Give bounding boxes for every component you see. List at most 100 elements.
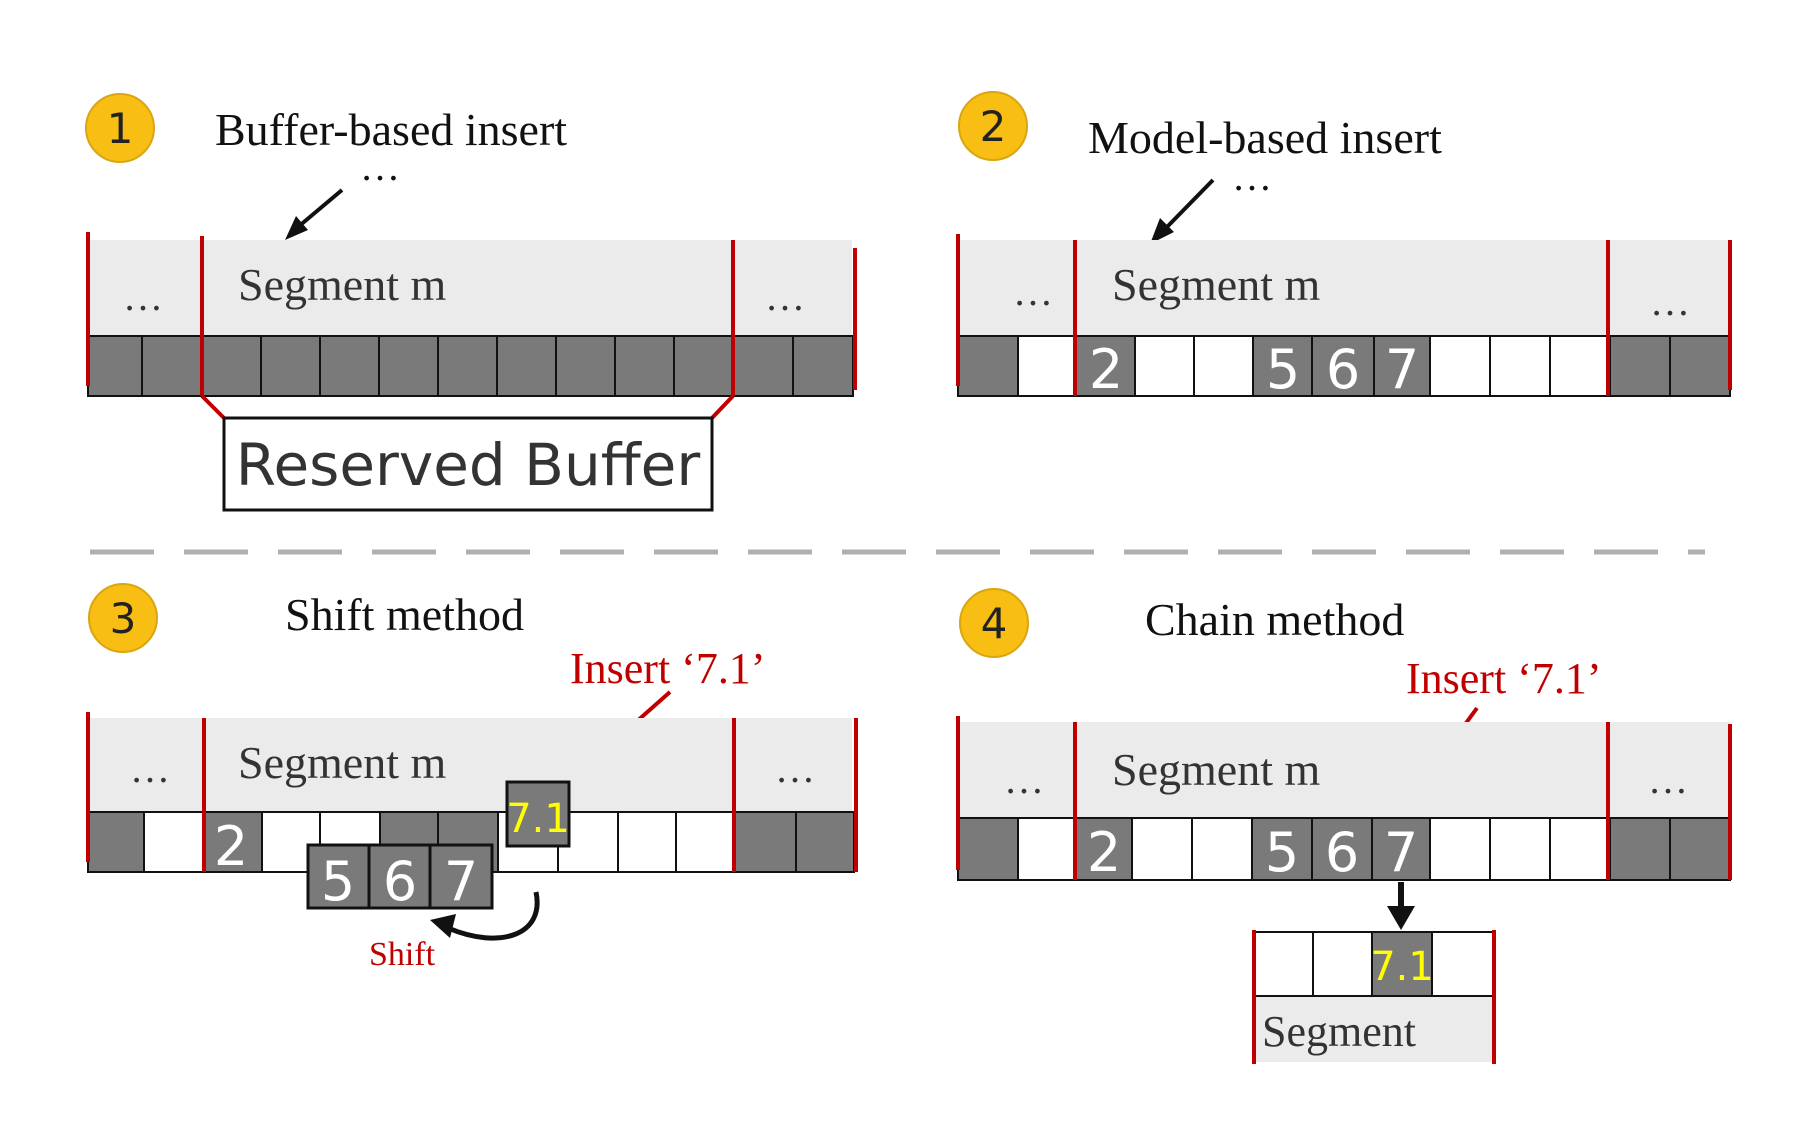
panel-2-number: 2 bbox=[980, 102, 1007, 151]
slot-value: 2 bbox=[1087, 821, 1121, 884]
slot bbox=[201, 335, 262, 397]
panel-2-insert-arrowhead bbox=[1150, 218, 1174, 244]
slot bbox=[1252, 335, 1313, 397]
slot-value: 6 bbox=[1325, 821, 1359, 884]
left-ellipsis: … bbox=[123, 274, 163, 319]
panel-3-badge bbox=[88, 583, 158, 653]
shifted-value: 7 bbox=[444, 850, 478, 913]
slot-value: 7 bbox=[1384, 821, 1418, 884]
segment-area bbox=[960, 240, 1730, 336]
slot bbox=[1669, 335, 1731, 397]
slot bbox=[792, 335, 854, 397]
left-ellipsis: … bbox=[130, 746, 170, 791]
slot bbox=[496, 335, 557, 397]
buffer-bracket-left bbox=[200, 394, 226, 420]
slot-row bbox=[957, 817, 1731, 881]
shift-arrow bbox=[447, 891, 540, 941]
chained-slot bbox=[1253, 931, 1314, 997]
slot bbox=[1549, 335, 1611, 397]
chained-segment-area bbox=[1254, 996, 1494, 1062]
slot-value: 5 bbox=[1266, 338, 1300, 401]
slot bbox=[1311, 335, 1375, 397]
chain-arrowhead bbox=[1387, 906, 1415, 930]
slot bbox=[1549, 817, 1611, 881]
panel-3-insert-note: Insert ‘7.1’ bbox=[570, 644, 766, 693]
shifted-block bbox=[306, 843, 494, 910]
chained-slot bbox=[1431, 931, 1495, 997]
panel-2-insert-arrow bbox=[1164, 178, 1215, 230]
shifted-slot bbox=[306, 843, 371, 910]
segment-boundaries bbox=[86, 232, 857, 420]
slot bbox=[957, 335, 1019, 397]
segment-title: Segment m bbox=[1112, 744, 1320, 795]
inserted-slot bbox=[505, 780, 571, 848]
slot bbox=[87, 335, 143, 397]
shifted-value: 5 bbox=[321, 850, 355, 913]
slot-value: 6 bbox=[1326, 338, 1360, 401]
left-ellipsis: … bbox=[1013, 269, 1053, 314]
segment-boundaries bbox=[86, 712, 858, 872]
slot bbox=[673, 335, 734, 397]
panel-4-badge bbox=[959, 588, 1029, 658]
panel-1-insert-arrow bbox=[296, 188, 344, 229]
slot bbox=[614, 335, 675, 397]
slot bbox=[795, 811, 855, 873]
panel-2-title: Model-based insert bbox=[1088, 112, 1442, 163]
panel-1-number: 1 bbox=[107, 104, 134, 153]
segment-boundaries bbox=[956, 716, 1732, 880]
segment-title: Segment m bbox=[238, 259, 446, 310]
slot bbox=[1134, 335, 1195, 397]
shifted-slot bbox=[428, 843, 494, 910]
buffer-bracket-right bbox=[710, 394, 735, 420]
panel-1-insert-arrowhead bbox=[285, 216, 308, 240]
slot bbox=[1609, 817, 1671, 881]
slot bbox=[319, 335, 380, 397]
chained-slot-row bbox=[1253, 931, 1495, 997]
chained-inserted-value: 7.1 bbox=[1370, 944, 1434, 990]
segment-title: Segment m bbox=[1112, 259, 1320, 310]
slot bbox=[203, 811, 263, 873]
slot bbox=[1429, 817, 1491, 881]
panel-2-title-ellipsis: … bbox=[1232, 154, 1272, 199]
segment-area bbox=[90, 718, 852, 812]
right-ellipsis: … bbox=[775, 746, 815, 791]
slot bbox=[1489, 335, 1551, 397]
slot bbox=[1251, 817, 1313, 881]
shift-label: Shift bbox=[369, 936, 436, 973]
right-ellipsis: … bbox=[765, 274, 805, 319]
shifted-slot bbox=[367, 843, 432, 910]
slot bbox=[1311, 817, 1373, 881]
slot bbox=[437, 335, 498, 397]
slot bbox=[1191, 817, 1253, 881]
chained-slot bbox=[1312, 931, 1373, 997]
slot bbox=[87, 811, 145, 873]
panel-3-title: Shift method bbox=[285, 589, 524, 640]
slot-row bbox=[957, 335, 1731, 397]
segment-title: Segment m bbox=[238, 737, 446, 788]
panel-4: 4 Chain method Insert ‘7.1’ Segment m … … bbox=[956, 588, 1732, 1064]
segment-boundaries bbox=[956, 234, 1732, 396]
slot bbox=[1373, 335, 1431, 397]
slot bbox=[555, 335, 616, 397]
slot bbox=[260, 335, 321, 397]
shifted-value: 6 bbox=[383, 850, 417, 913]
slot bbox=[617, 811, 677, 873]
panel-4-insert-note: Insert ‘7.1’ bbox=[1406, 654, 1602, 703]
panel-2-badge bbox=[958, 91, 1028, 161]
slot bbox=[675, 811, 735, 873]
panel-2: 2 Model-based insert … Segment m … … 2 5… bbox=[956, 91, 1732, 401]
slot bbox=[1609, 335, 1671, 397]
slot-value: 2 bbox=[1089, 338, 1123, 401]
segment-area bbox=[960, 722, 1730, 818]
slot bbox=[1429, 335, 1491, 397]
slot-value: 2 bbox=[214, 815, 248, 878]
panel-4-number: 4 bbox=[981, 599, 1008, 648]
slot bbox=[733, 811, 797, 873]
slot bbox=[1669, 817, 1731, 881]
slot-row bbox=[87, 335, 854, 397]
chained-segment-title: Segment bbox=[1262, 1007, 1416, 1056]
slot bbox=[378, 335, 439, 397]
panel-4-title: Chain method bbox=[1145, 594, 1404, 645]
slot bbox=[1017, 335, 1077, 397]
slot-value: 5 bbox=[1265, 821, 1299, 884]
